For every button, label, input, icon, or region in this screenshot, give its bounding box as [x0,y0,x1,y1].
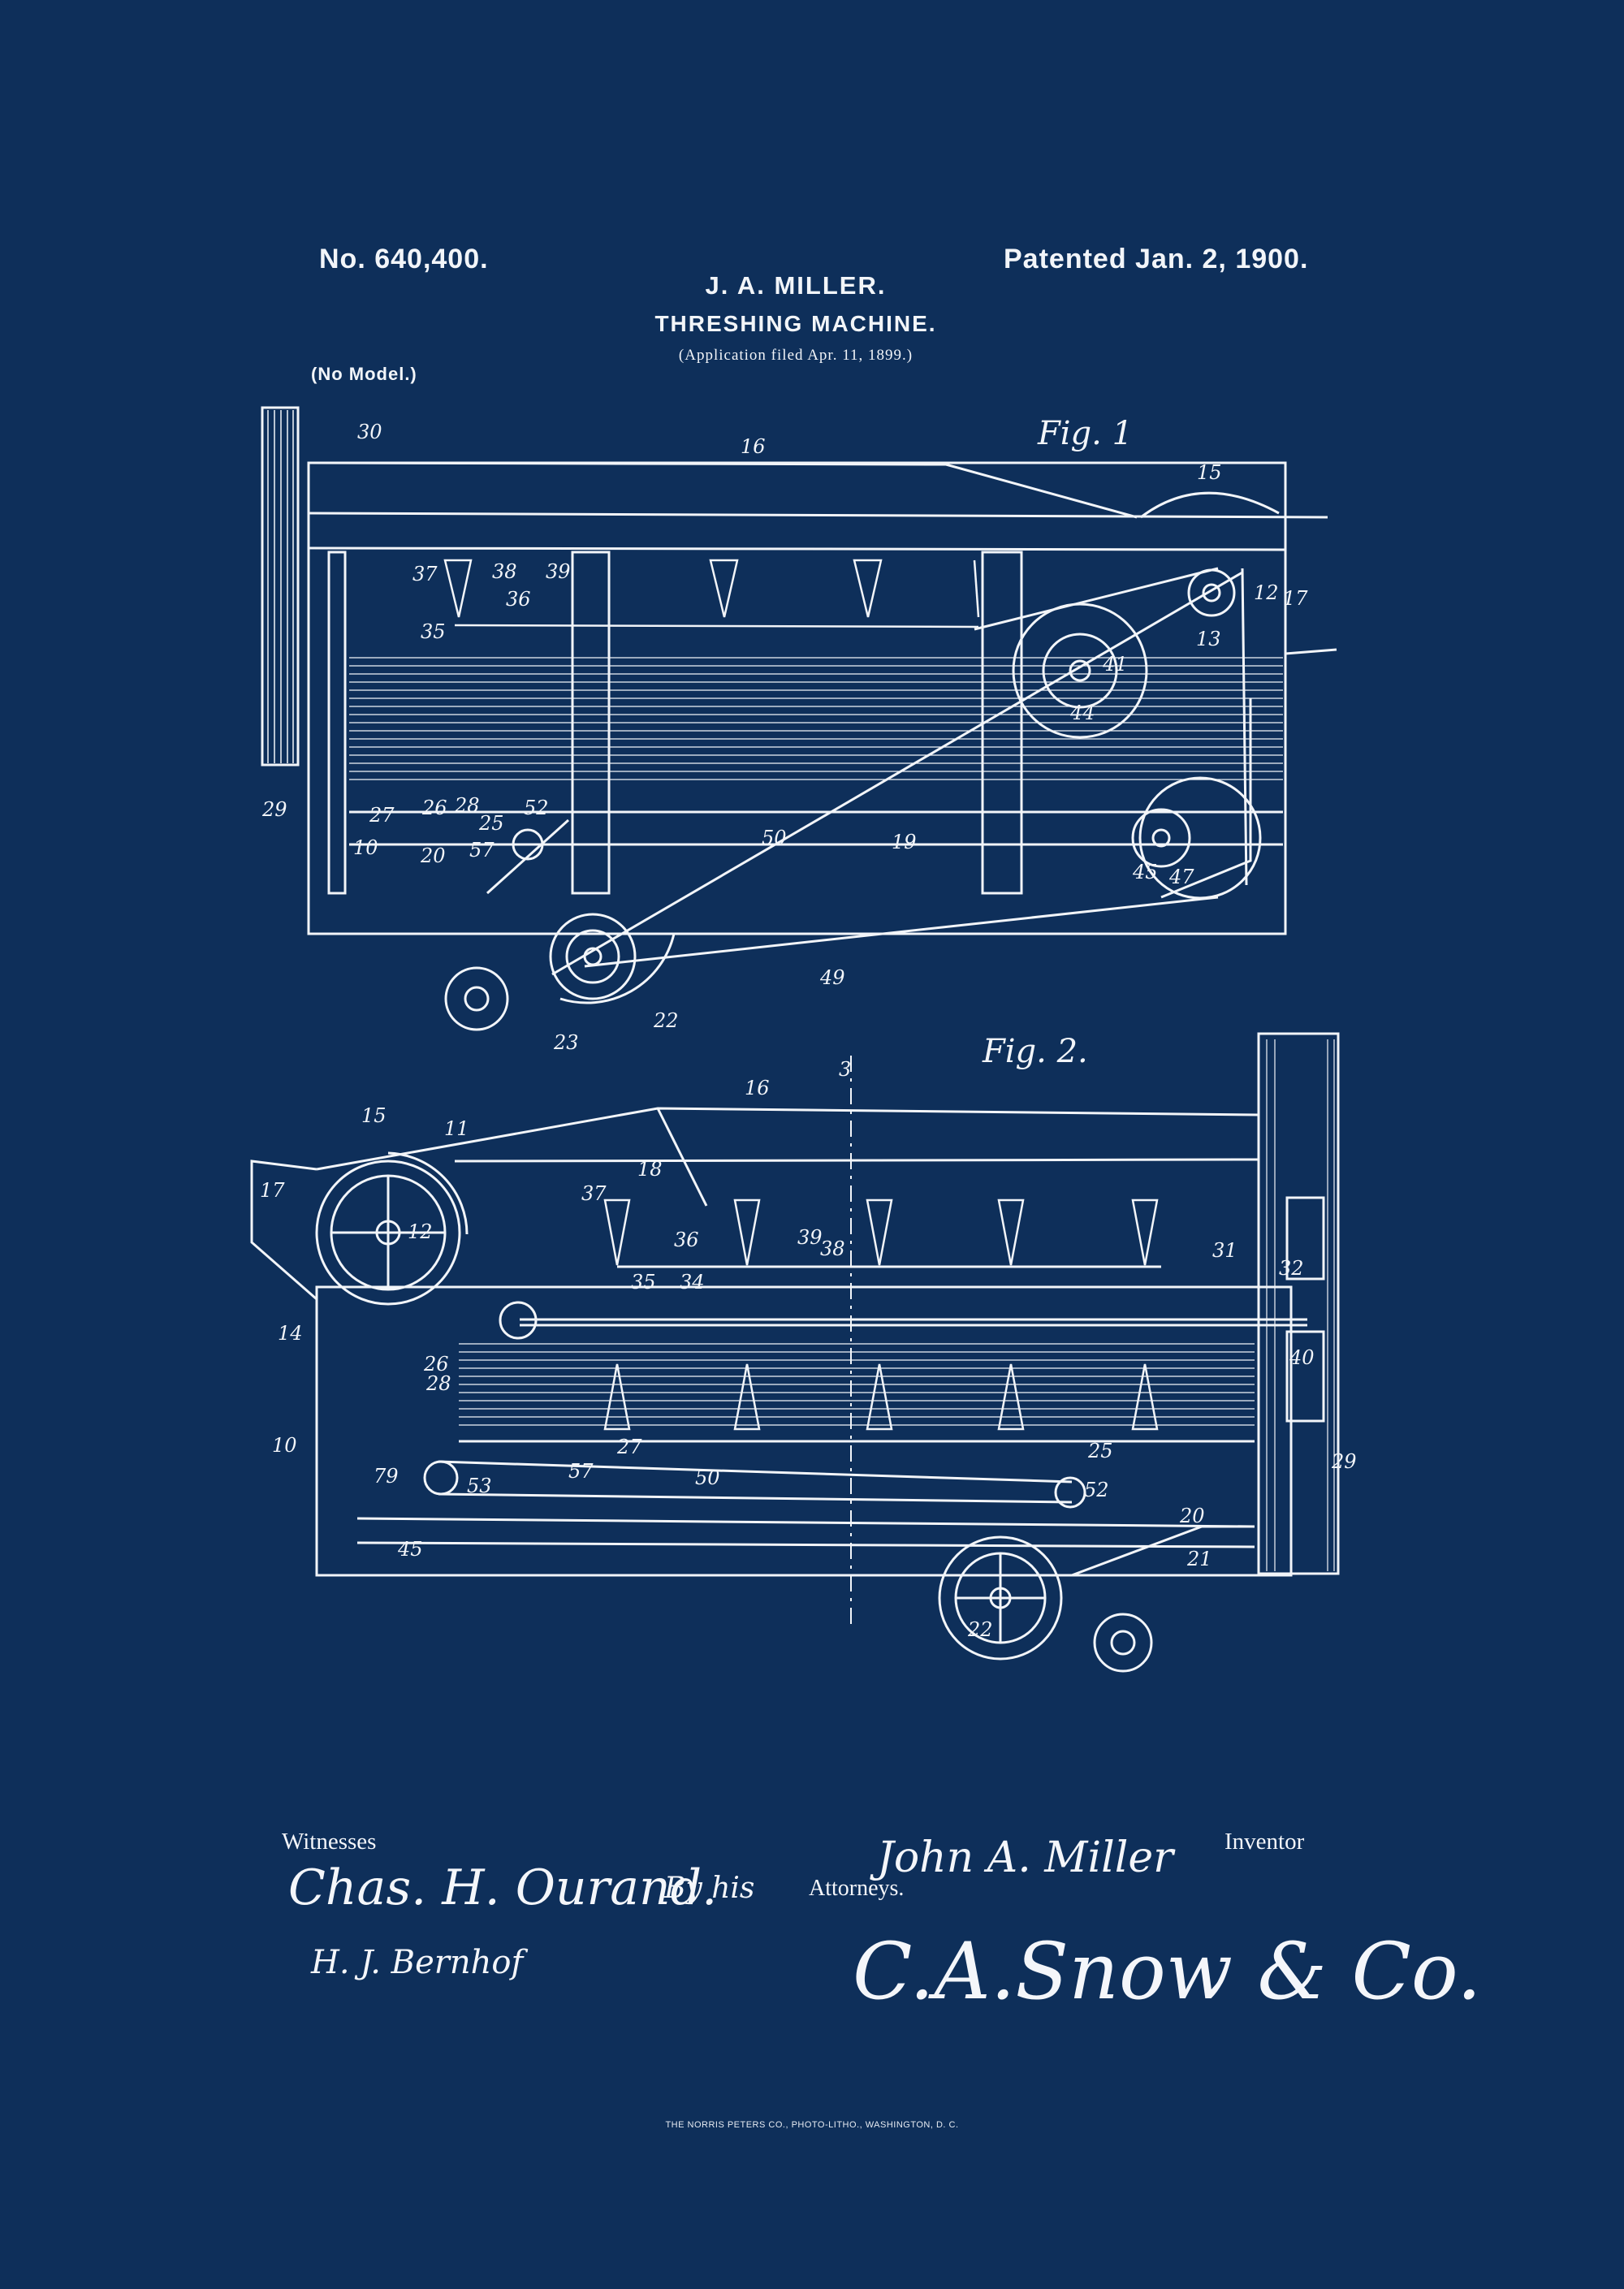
reference-numeral: 44 [1069,702,1095,724]
reference-numeral: 11 [444,1117,469,1140]
reference-numeral: 22 [967,1618,993,1641]
fig2-drawing [250,1032,1340,1673]
inventor-label: Inventor [1224,1829,1305,1855]
reference-numeral: 35 [421,620,446,643]
reference-numeral: 17 [1283,587,1308,610]
reference-numeral: 52 [1084,1479,1109,1501]
reference-numeral: 20 [420,844,446,867]
inventor-signature: John A. Miller [877,1833,1174,1882]
reference-numeral: 35 [631,1271,656,1294]
reference-numeral: 52 [524,797,549,819]
reference-numeral: 29 [261,798,287,821]
fig1-drawing [261,406,1337,1031]
reference-numeral: 14 [278,1322,303,1345]
patent-title: THRESHING MACHINE. [654,311,937,336]
reference-numeral: 79 [374,1465,399,1488]
reference-numeral: 47 [1168,866,1194,888]
reference-numeral: 38 [492,560,517,583]
reference-numeral: 50 [695,1466,720,1489]
reference-numeral: 57 [568,1460,594,1483]
reference-numeral: 53 [467,1475,492,1497]
reference-numeral: 28 [454,794,480,817]
reference-numeral: 25 [1087,1440,1113,1462]
reference-numeral: 3 [839,1058,851,1081]
reference-numeral: 12 [408,1220,433,1243]
reference-numeral: 49 [819,966,845,989]
reference-numeral: 30 [357,421,382,443]
attorneys-label: Attorneys. [809,1876,905,1901]
reference-numeral: 10 [272,1434,297,1457]
reference-numeral: 34 [680,1271,705,1294]
reference-numeral: 40 [1289,1346,1315,1369]
reference-numeral: 38 [820,1237,845,1260]
reference-numeral: 26 [423,1353,449,1376]
reference-numeral: 36 [506,588,531,611]
inventor-name: J. A. MILLER. [705,271,887,300]
reference-numeral: 57 [469,839,495,862]
reference-numeral: 32 [1279,1257,1304,1280]
fig2-label: Fig. 2. [982,1033,1088,1070]
reference-numeral: 45 [397,1538,423,1561]
reference-numeral: 29 [1331,1450,1357,1473]
reference-numeral: 19 [892,831,917,853]
reference-numeral: 27 [616,1436,642,1458]
reference-numeral: 41 [1102,653,1128,676]
reference-numeral: 15 [1197,461,1222,484]
reference-numeral: 27 [369,804,395,827]
reference-numeral: 16 [745,1077,770,1099]
reference-numeral: 50 [762,827,787,849]
reference-numeral: 39 [546,560,571,583]
application-date: (Application filed Apr. 11, 1899.) [678,347,914,364]
by-his-label: By his [664,1872,755,1905]
attorney-signature: C.A.Snow & Co. [853,1926,1482,2017]
witness-signature-1: Chas. H. Ourand. [288,1859,718,1916]
reference-numeral: 13 [1196,628,1221,650]
reference-numeral: 39 [797,1226,823,1249]
reference-numeral: 12 [1254,581,1279,604]
reference-numeral: 17 [260,1179,285,1202]
witnesses-label: Witnesses [282,1829,377,1855]
reference-numeral: 28 [425,1372,451,1395]
reference-numeral: 22 [653,1009,679,1032]
reference-numeral: 31 [1212,1239,1237,1262]
reference-numeral: 10 [353,836,378,859]
witness-signature-2: H. J. Bernhof [311,1944,524,1981]
reference-numeral: 21 [1186,1548,1212,1570]
patent-date: Patented Jan. 2, 1900. [1004,244,1309,274]
reference-numeral: 26 [421,797,447,819]
reference-numeral: 15 [361,1104,387,1127]
reference-numeral: 18 [637,1158,663,1181]
reference-numeral: 16 [741,435,766,458]
reference-numeral: 36 [674,1229,699,1251]
no-model-note: (No Model.) [311,364,417,384]
reference-numeral: 45 [1132,861,1158,883]
reference-numeral: 37 [412,563,438,585]
reference-numeral: 23 [553,1031,579,1054]
printer-credit: THE NORRIS PETERS CO., PHOTO-LITHO., WAS… [665,2120,959,2130]
fig1-label: Fig. 1 [1037,415,1133,452]
reference-numeral: 37 [581,1182,607,1205]
reference-numeral: 25 [478,812,504,835]
patent-number: No. 640,400. [319,244,489,274]
reference-numeral: 20 [1179,1505,1205,1527]
